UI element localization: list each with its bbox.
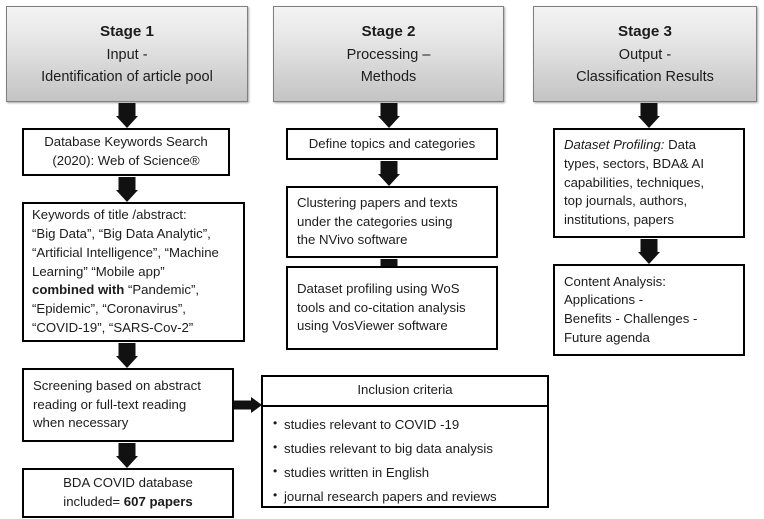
keywords-line-7: “COVID-19”, “SARS-Cov-2” xyxy=(32,319,194,335)
box-inclusion-criteria: Inclusion criteria studies relevant to C… xyxy=(261,375,549,508)
list-item: studies relevant to big data analysis xyxy=(273,440,497,458)
content-analysis-line-2: Applications - xyxy=(564,292,644,308)
keywords-combined-with: combined with xyxy=(32,282,125,298)
box-database-keywords-search: Database Keywords Search (2020): Web of … xyxy=(22,128,230,176)
box-dataset-profiling-output: Dataset Profiling: Data types, sectors, … xyxy=(553,128,745,238)
keywords-line-5: combined with “Pandemic”, xyxy=(32,281,199,300)
database-search-line-1: Database Keywords Search xyxy=(44,134,208,150)
database-result-line-1: BDA COVID database xyxy=(63,475,193,491)
stage-2-header: Stage 2 Processing – Methods xyxy=(273,6,504,102)
stage-1-line1: Input - xyxy=(106,46,148,63)
stage-3-line2: Classification Results xyxy=(576,68,714,85)
stage-2-line2: Methods xyxy=(360,68,417,85)
dataset-profiling-wos-line-2: tools and co-citation analysis xyxy=(297,299,466,315)
stage-3-header: Stage 3 Output - Classification Results xyxy=(533,6,757,102)
database-result-count: 607 papers xyxy=(123,494,193,509)
box-dataset-profiling-wos: Dataset profiling using WoS tools and co… xyxy=(286,266,498,350)
box-bda-covid-database: BDA COVID database included= 607 papers xyxy=(22,468,234,518)
list-item: journal research papers and reviews xyxy=(273,488,497,506)
stage-3-line1: Output - xyxy=(618,46,672,63)
box-screening: Screening based on abstract reading or f… xyxy=(22,368,234,442)
arrow-screening-to-inclusion-criteria xyxy=(234,397,262,413)
stage-2-title: Stage 2 xyxy=(361,23,416,41)
screening-line-2: reading or full-text reading xyxy=(33,396,187,412)
profiling-line-2: types, sectors, BDA& AI xyxy=(564,155,704,171)
keywords-line-4: Learning” “Mobile app” xyxy=(32,263,165,279)
box-content-analysis: Content Analysis: Applications - Benefit… xyxy=(553,264,745,356)
stage-1-line2: Identification of article pool xyxy=(41,68,213,85)
profiling-line-1: Dataset Profiling: Data xyxy=(564,136,696,155)
clustering-line-2: under the categories using xyxy=(297,213,453,229)
box-clustering: Clustering papers and texts under the ca… xyxy=(286,186,498,258)
dataset-profiling-wos-line-3: using VosViewer software xyxy=(297,318,448,334)
keywords-line-2: “Big Data”, “Big Data Analytic”, xyxy=(32,226,211,242)
database-result-prefix: included= xyxy=(63,494,124,509)
screening-line-3: when necessary xyxy=(33,415,129,431)
list-item: studies relevant to COVID -19 xyxy=(273,416,497,434)
clustering-line-1: Clustering papers and texts xyxy=(297,194,458,210)
list-item: studies written in English xyxy=(273,464,497,482)
screening-line-1: Screening based on abstract xyxy=(33,377,201,393)
content-analysis-line-1: Content Analysis: xyxy=(564,273,666,289)
stage-3-title: Stage 3 xyxy=(617,23,673,41)
profiling-line-3: capabilities, techniques, xyxy=(564,174,705,190)
content-analysis-line-3: Benefits - Challenges - xyxy=(564,311,698,326)
dataset-profiling-wos-line-1: Dataset profiling using WoS xyxy=(297,280,460,296)
stage-1-title: Stage 1 xyxy=(99,23,155,41)
profiling-line-4: top journals, authors, xyxy=(564,193,688,209)
inclusion-criteria-title: Inclusion criteria xyxy=(263,377,547,407)
box-define-topics: Define topics and categories xyxy=(286,128,498,160)
define-topics-line-1: Define topics and categories xyxy=(308,135,476,151)
database-search-line-2: (2020): Web of Science® xyxy=(52,153,200,168)
profiling-line-5: institutions, papers xyxy=(564,212,674,228)
profiling-line-1-rest: Data xyxy=(664,137,696,153)
database-result-line-2: included= 607 papers xyxy=(63,493,192,512)
inclusion-criteria-list: studies relevant to COVID -19 studies re… xyxy=(263,411,497,506)
stage-1-header: Stage 1 Input - Identification of articl… xyxy=(6,6,248,102)
box-keywords-criteria: Keywords of title /abstract: “Big Data”,… xyxy=(22,202,245,342)
content-analysis-line-4: Future agenda xyxy=(564,329,650,345)
keywords-line-3: “Artificial Intelligence”, “Machine xyxy=(32,244,219,260)
clustering-line-3: the NVivo software xyxy=(297,232,408,248)
stage-2-line1: Processing – xyxy=(346,46,431,63)
keywords-line-6: “Epidemic”, “Coronavirus”, xyxy=(32,301,186,317)
profiling-label: Dataset Profiling: xyxy=(564,137,665,153)
keywords-line-5-rest: “Pandemic”, xyxy=(124,282,200,298)
keywords-line-1: Keywords of title /abstract: xyxy=(32,207,187,223)
